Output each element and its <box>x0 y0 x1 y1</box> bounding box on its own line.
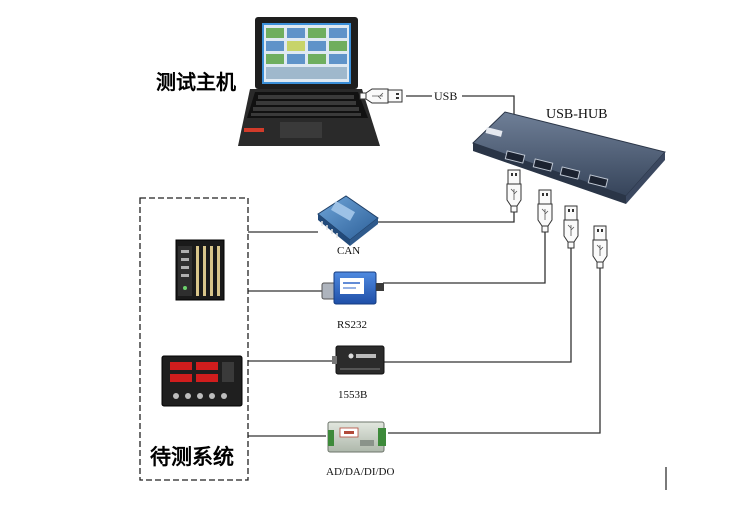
host-label: 测试主机 <box>156 70 236 94</box>
system-under-test-label: 待测系统 <box>150 445 234 469</box>
wire-hub-rs232 <box>383 232 546 284</box>
b1553-label: 1553B <box>338 389 367 401</box>
industrial-pc-icon <box>175 239 225 301</box>
usb-label: USB <box>434 89 457 103</box>
instrument-panel-icon <box>161 355 243 407</box>
can-device-icon <box>317 195 379 246</box>
laptop-icon <box>238 17 380 146</box>
io-device-icon <box>327 421 386 453</box>
system-under-test-box <box>139 197 249 481</box>
b1553-device-icon <box>332 345 385 375</box>
usb-plug-icon <box>537 189 553 233</box>
wire-hub-can <box>372 212 515 223</box>
usb-plug-icon <box>592 225 608 269</box>
usb-plug-icon <box>563 205 579 249</box>
usb-plug-icon <box>506 169 522 213</box>
can-label: CAN <box>337 245 360 257</box>
usb-plug-icon <box>359 88 403 104</box>
io-label: AD/DA/DI/DO <box>326 466 394 478</box>
wire-hub-io <box>388 268 601 434</box>
hub-label: USB-HUB <box>546 107 607 122</box>
wire-hub-1553b <box>383 248 572 363</box>
connection-wires <box>248 95 601 437</box>
rs232-device-icon <box>321 271 384 305</box>
rs232-label: RS232 <box>337 319 367 331</box>
usb-hub-icon <box>472 111 666 204</box>
